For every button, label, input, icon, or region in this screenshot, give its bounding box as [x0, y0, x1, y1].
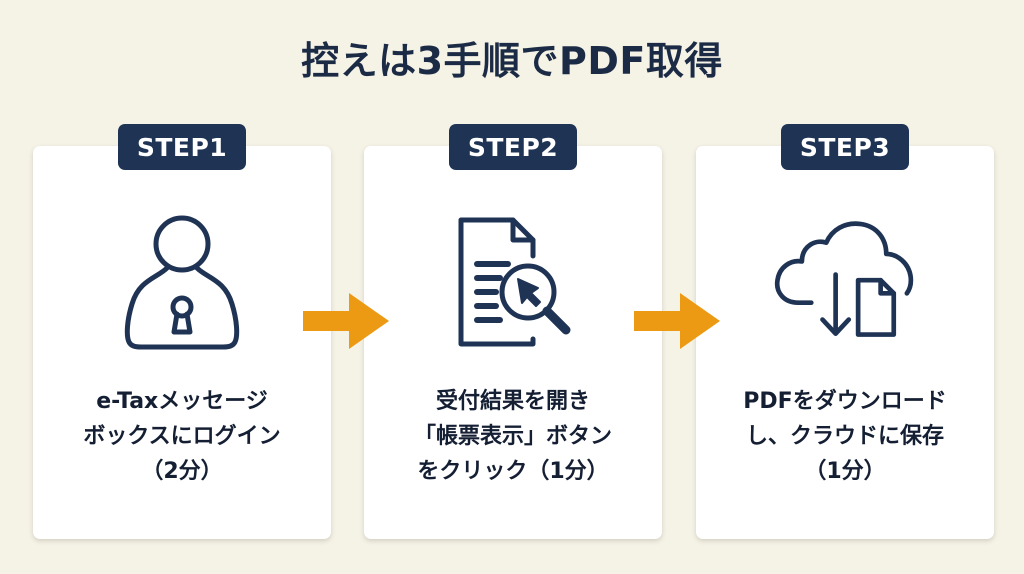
user-lock-icon [107, 208, 257, 358]
step-badge: STEP1 [118, 124, 246, 170]
step-badge: STEP3 [781, 124, 909, 170]
step-description-line: し、クラウドに保存 [745, 424, 944, 449]
step-card-3: STEP3 PDFをダウンロード し、クラウドに保存 （1分） [696, 124, 994, 539]
step-badge: STEP2 [449, 124, 577, 170]
step-description-line: e-Taxメッセージ [96, 389, 268, 414]
step-description-line: （1分） [804, 459, 886, 484]
step-card-2: STEP2 受付結果を開き 「帳票表示」ボタン をクリック（1分） [364, 124, 662, 539]
step-description-line: （2分） [141, 459, 223, 484]
cloud-download-file-icon [770, 208, 920, 358]
step-description-line: 受付結果を開き [435, 389, 590, 414]
document-search-icon [438, 208, 588, 358]
step-description-line: 「帳票表示」ボタン [413, 424, 612, 449]
arrow-right-icon [303, 293, 389, 349]
step-description: 受付結果を開き 「帳票表示」ボタン をクリック（1分） [364, 384, 662, 489]
step-description-line: ボックスにログイン [83, 424, 281, 449]
step-description-line: をクリック（1分） [417, 459, 609, 484]
step-description-line: PDFをダウンロード [743, 389, 947, 414]
page-title: 控えは3手順でPDF取得 [301, 39, 723, 83]
step-description: PDFをダウンロード し、クラウドに保存 （1分） [696, 384, 994, 489]
step-description: e-Taxメッセージ ボックスにログイン （2分） [33, 384, 331, 489]
step-card-1: STEP1 e-Taxメッセージ ボックスにログイン （2分） [33, 124, 331, 539]
arrow-right-icon [634, 293, 720, 349]
